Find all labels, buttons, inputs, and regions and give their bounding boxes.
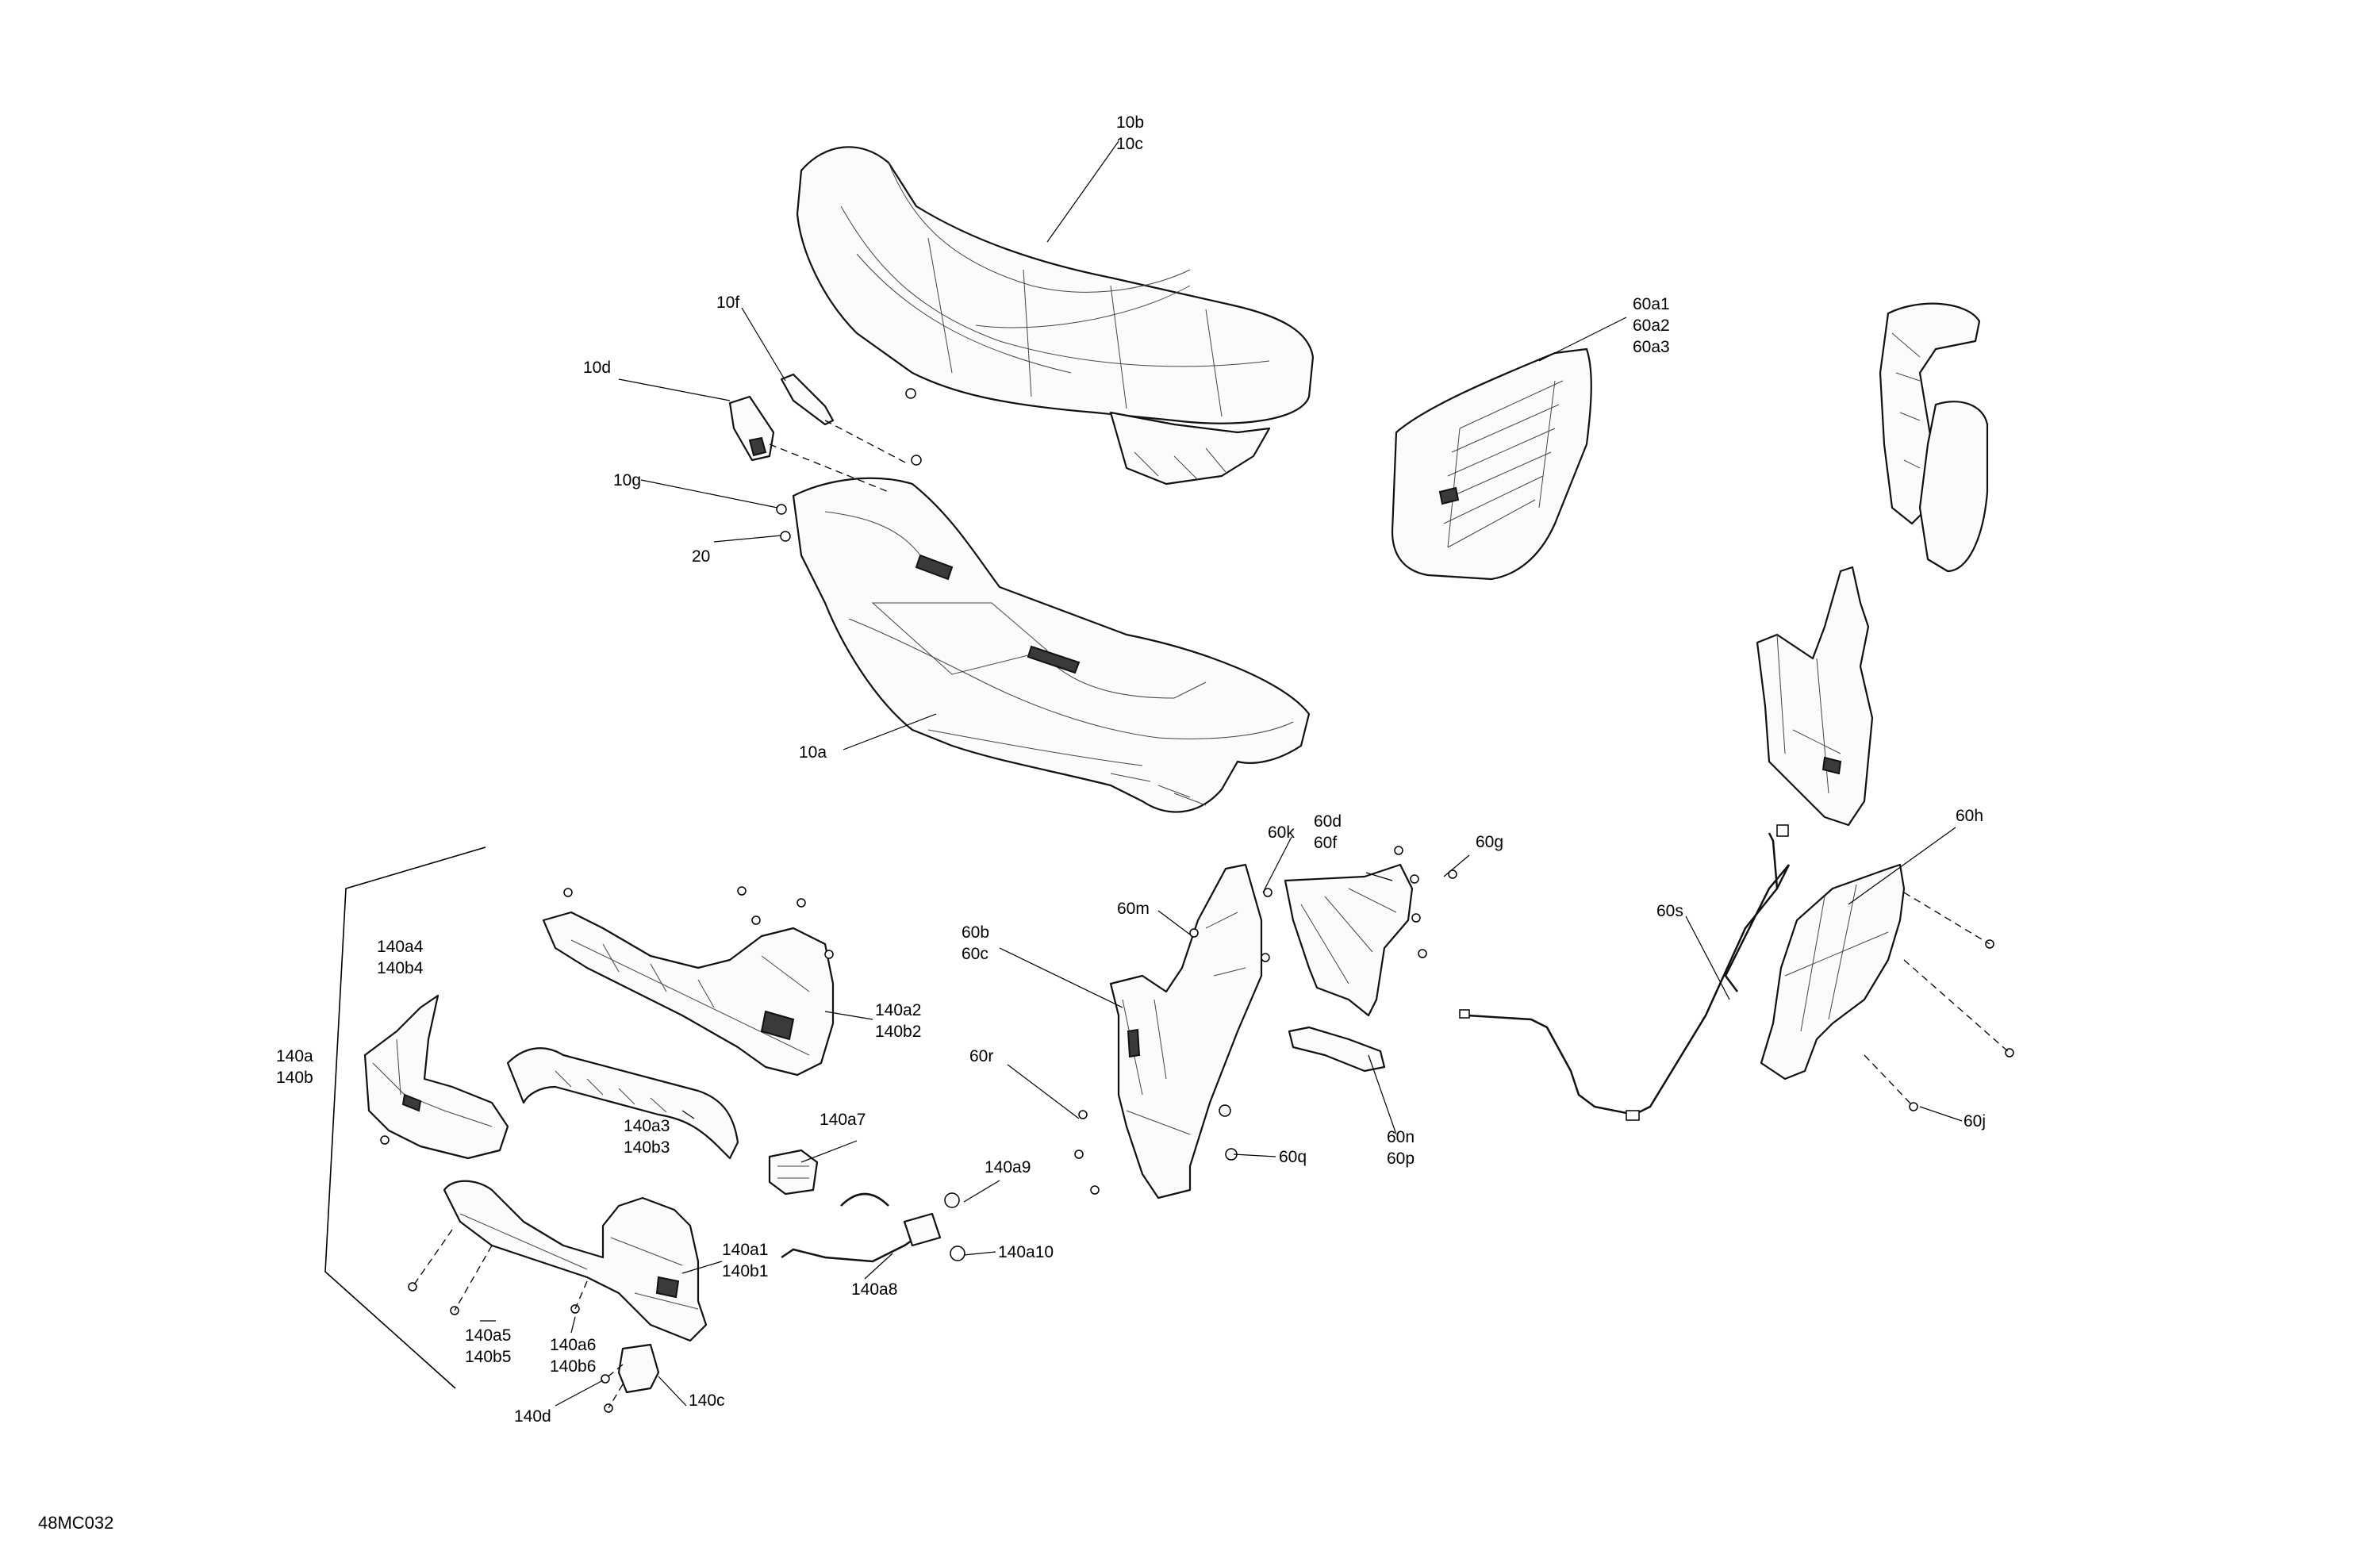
callout-60d: 60d (1314, 812, 1342, 831)
callout-20: 20 (692, 547, 710, 566)
screw (408, 1282, 417, 1292)
callout-10f: 10f (716, 294, 739, 312)
figure-id: 48MC032 (38, 1513, 113, 1533)
harness-cable[interactable] (1459, 824, 1791, 1121)
grab-handle-bar[interactable] (506, 1047, 739, 1160)
callout-140b3: 140b3 (624, 1138, 670, 1157)
callout-60q: 60q (1279, 1148, 1307, 1166)
upper-mount-bracket[interactable] (1284, 863, 1414, 1017)
screw (601, 1374, 610, 1384)
callout-60a2: 60a2 (1633, 317, 1670, 335)
speaker-grille-housing[interactable] (1391, 347, 1592, 581)
callout-140a3: 140a3 (624, 1117, 670, 1135)
callout-10a: 10a (799, 743, 827, 762)
screw (911, 455, 922, 466)
screw (1410, 874, 1419, 884)
side-bracket-panel[interactable] (1756, 566, 1874, 827)
callout-140b: 140b (276, 1069, 313, 1087)
screw (380, 1135, 390, 1145)
callout-60c: 60c (962, 945, 988, 963)
latch-bracket[interactable] (728, 395, 775, 462)
callout-10b: 10b (1116, 113, 1144, 132)
screw (737, 886, 747, 896)
callout-140b6: 140b6 (550, 1357, 596, 1376)
callout-60k: 60k (1268, 823, 1295, 842)
callout-140a5: 140a5 (465, 1326, 511, 1345)
callout-140c: 140c (689, 1391, 725, 1410)
callout-60f: 60f (1314, 834, 1337, 852)
screw (1074, 1150, 1084, 1159)
screw (905, 388, 916, 399)
nut (780, 531, 791, 542)
nut (1219, 1104, 1231, 1117)
bracket-clip[interactable] (1288, 1026, 1386, 1073)
screw (1909, 1102, 1918, 1111)
callout-140a: 140a (276, 1047, 313, 1065)
left-side-cover[interactable] (363, 994, 509, 1160)
callout-10d: 10d (583, 359, 611, 377)
screw (1411, 913, 1421, 923)
connector (950, 1246, 965, 1261)
screw (776, 504, 787, 515)
connector (944, 1192, 960, 1208)
callout-140a1: 140a1 (722, 1241, 768, 1259)
seat-base[interactable] (792, 477, 1311, 813)
callout-140a6: 140a6 (550, 1336, 596, 1354)
group-frame (324, 846, 486, 1389)
screw (824, 950, 834, 959)
callout-140a8: 140a8 (851, 1280, 897, 1299)
callout-140a4: 140a4 (377, 938, 424, 956)
callout-60a1: 60a1 (1633, 295, 1670, 313)
hinge-bracket[interactable] (780, 373, 835, 426)
callout-60p: 60p (1387, 1150, 1415, 1168)
callout-140b5: 140b5 (465, 1348, 511, 1366)
screw (1261, 953, 1270, 962)
screw (1263, 888, 1273, 897)
callout-140b4: 140b4 (377, 959, 424, 977)
screw (751, 915, 761, 925)
callout-140d: 140d (514, 1407, 551, 1426)
callout-140a9: 140a9 (985, 1158, 1031, 1176)
cover-plate[interactable] (617, 1343, 660, 1394)
callout-60n: 60n (1387, 1128, 1415, 1146)
passenger-grab-handle[interactable] (542, 911, 835, 1077)
callout-60b: 60b (962, 923, 989, 942)
screw (1394, 846, 1403, 855)
control-module[interactable] (768, 1149, 819, 1196)
callout-60j: 60j (1964, 1112, 1986, 1130)
callout-10g: 10g (613, 471, 641, 489)
screw (563, 888, 573, 897)
callout-60m: 60m (1117, 900, 1150, 918)
callout-60s: 60s (1656, 902, 1683, 920)
callout-60a3: 60a3 (1633, 338, 1670, 356)
wiring-harness[interactable] (781, 1192, 965, 1263)
center-bracket[interactable] (1109, 863, 1263, 1199)
lower-side-panel[interactable] (443, 1180, 708, 1342)
screw (797, 898, 806, 908)
callout-60g: 60g (1476, 833, 1503, 851)
screw (1090, 1185, 1100, 1195)
screw (1418, 949, 1427, 958)
callout-140b1: 140b1 (722, 1262, 768, 1280)
callout-140b2: 140b2 (875, 1023, 921, 1041)
screw (1448, 869, 1457, 879)
screw (1078, 1110, 1088, 1119)
callout-10c: 10c (1116, 135, 1143, 153)
callout-60h: 60h (1956, 807, 1983, 825)
seat-cushion[interactable] (796, 146, 1315, 486)
side-shield[interactable] (1760, 863, 1906, 1080)
callout-140a10: 140a10 (998, 1243, 1054, 1261)
screw (1189, 928, 1199, 938)
callout-labels: 10b 10c 10f 10d 10g 20 10a 60a1 60a2 60a… (276, 113, 1986, 1426)
callout-140a2: 140a2 (875, 1001, 921, 1019)
callout-140a7: 140a7 (820, 1111, 866, 1129)
rear-handle-upper[interactable] (1879, 302, 1989, 573)
callout-60r: 60r (969, 1047, 993, 1065)
